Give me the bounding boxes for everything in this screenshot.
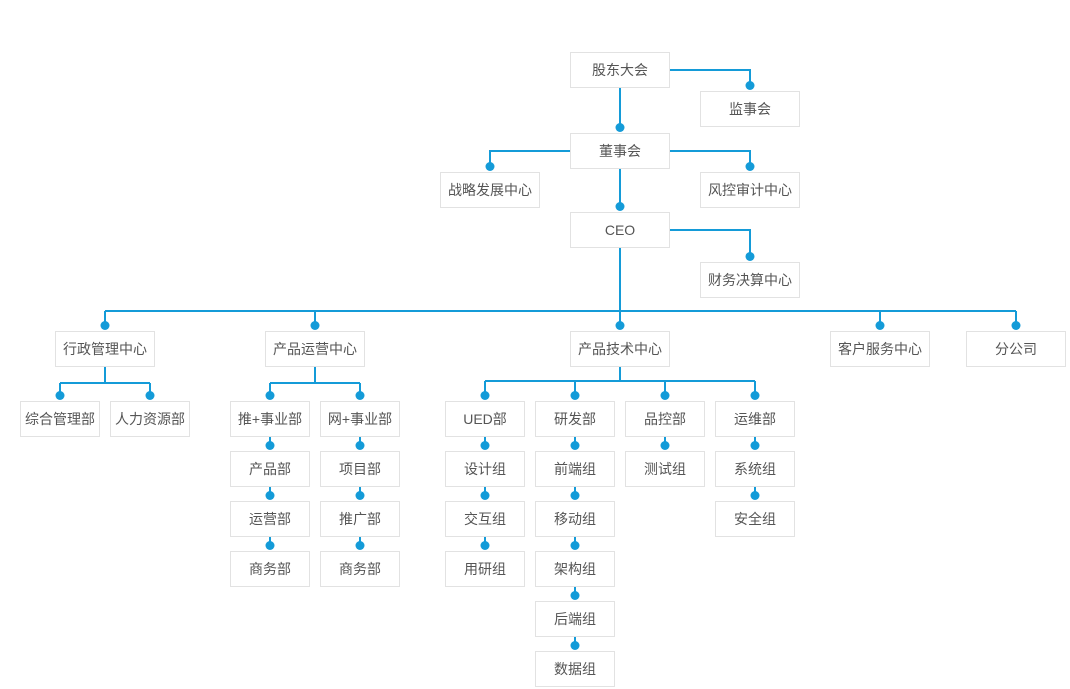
org-node-supervisory-board: 监事会	[700, 91, 800, 127]
org-node-human-resources-dept: 人力资源部	[110, 401, 190, 437]
org-node-product-dept: 产品部	[230, 451, 310, 487]
org-node-backend-group: 后端组	[535, 601, 615, 637]
org-node-business-dept-2: 商务部	[320, 551, 400, 587]
org-node-tui-business-division: 推+事业部	[230, 401, 310, 437]
org-node-project-dept: 项目部	[320, 451, 400, 487]
org-node-financial-settlement-center: 财务决算中心	[700, 262, 800, 298]
org-node-quality-control-dept: 品控部	[625, 401, 705, 437]
org-node-security-group: 安全组	[715, 501, 795, 537]
org-node-board-of-directors: 董事会	[570, 133, 670, 169]
org-node-strategy-development-center: 战略发展中心	[440, 172, 540, 208]
org-node-general-management-dept: 综合管理部	[20, 401, 100, 437]
org-node-business-dept-1: 商务部	[230, 551, 310, 587]
org-node-ceo: CEO	[570, 212, 670, 248]
org-node-interaction-group: 交互组	[445, 501, 525, 537]
org-node-product-operation-center: 产品运营中心	[265, 331, 365, 367]
org-node-customer-service-center: 客户服务中心	[830, 331, 930, 367]
org-node-ued-dept: UED部	[445, 401, 525, 437]
org-node-shareholders-meeting: 股东大会	[570, 52, 670, 88]
org-node-user-research-group: 用研组	[445, 551, 525, 587]
org-node-testing-group: 测试组	[625, 451, 705, 487]
org-node-data-group: 数据组	[535, 651, 615, 687]
org-node-branch-company: 分公司	[966, 331, 1066, 367]
org-node-admin-management-center: 行政管理中心	[55, 331, 155, 367]
org-node-risk-audit-center: 风控审计中心	[700, 172, 800, 208]
org-node-promotion-dept: 推广部	[320, 501, 400, 537]
org-node-product-technology-center: 产品技术中心	[570, 331, 670, 367]
org-node-mobile-group: 移动组	[535, 501, 615, 537]
org-node-rd-dept: 研发部	[535, 401, 615, 437]
org-node-wang-business-division: 网+事业部	[320, 401, 400, 437]
org-node-design-group: 设计组	[445, 451, 525, 487]
org-node-architecture-group: 架构组	[535, 551, 615, 587]
org-node-system-group: 系统组	[715, 451, 795, 487]
org-node-operation-dept: 运营部	[230, 501, 310, 537]
org-node-operations-maintenance-dept: 运维部	[715, 401, 795, 437]
org-node-frontend-group: 前端组	[535, 451, 615, 487]
